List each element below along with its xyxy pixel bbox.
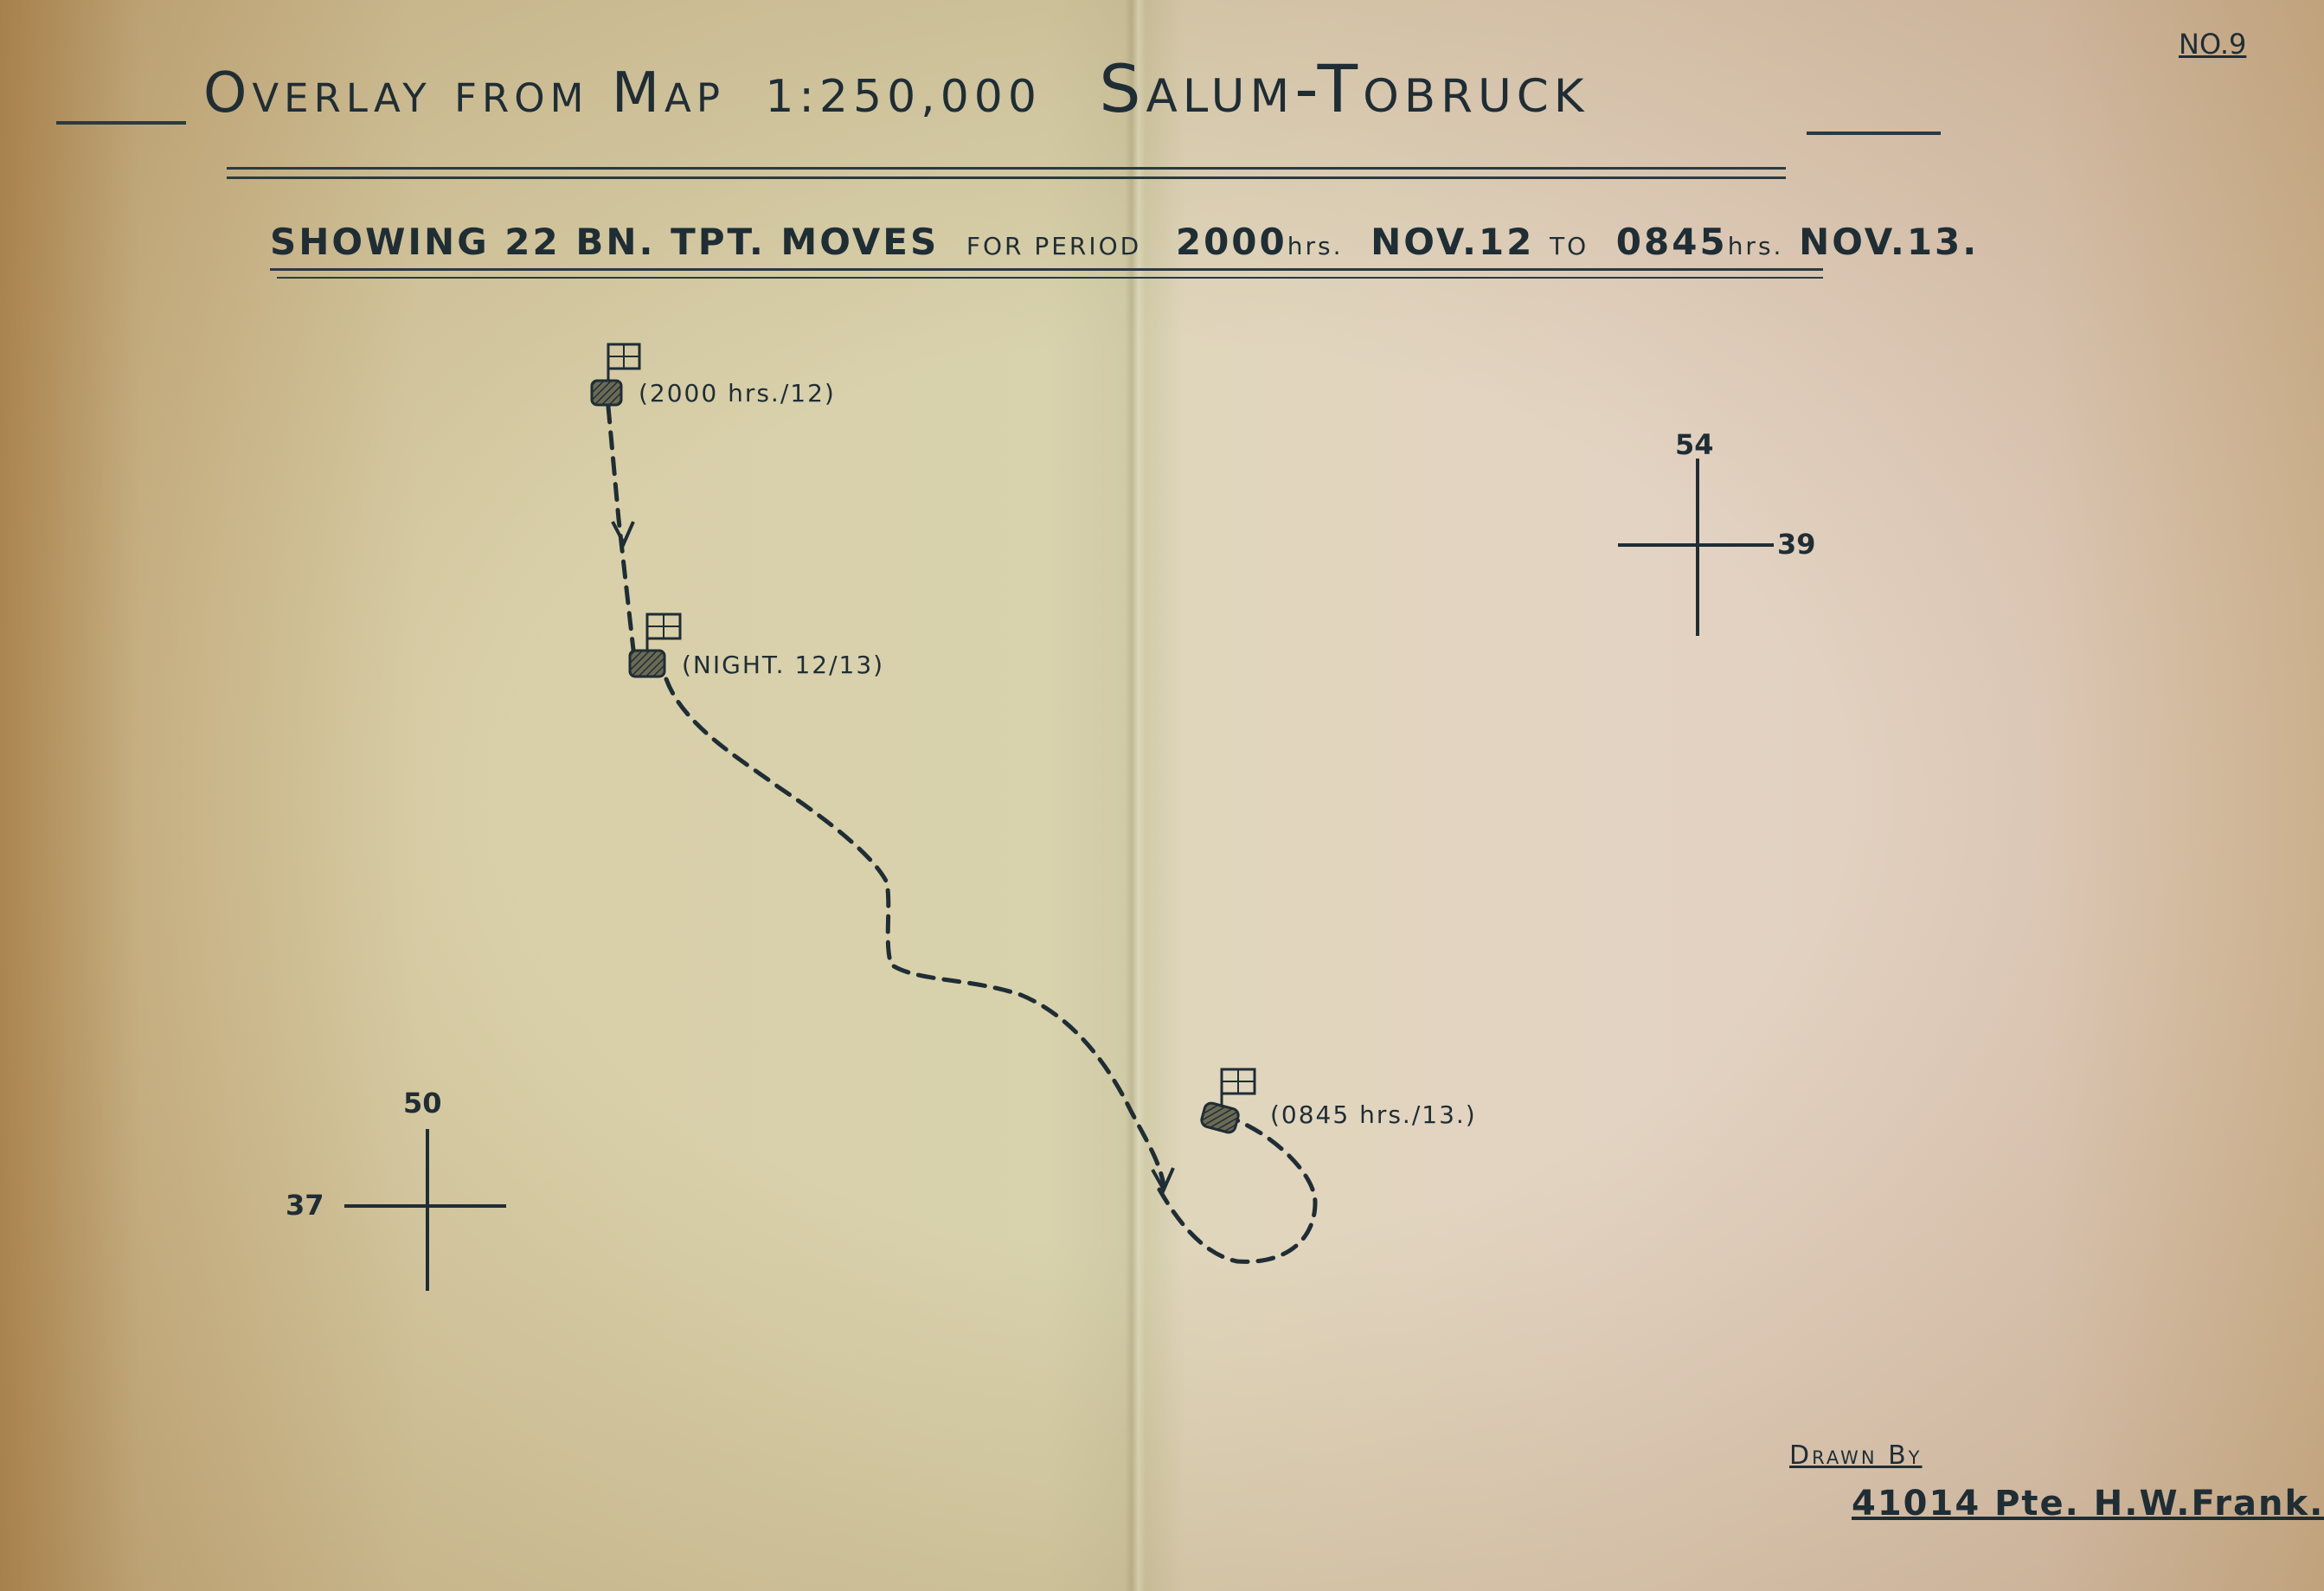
route-leg-3 xyxy=(1157,1113,1318,1264)
title-rule-right xyxy=(1807,132,1941,135)
sheet-number: NO.9 xyxy=(2179,28,2247,61)
grid-cross-lower-left xyxy=(344,1129,506,1291)
transport-route xyxy=(606,404,1318,1264)
grid-easting-lower: 50 xyxy=(403,1087,442,1119)
route-arrow-2 xyxy=(1151,1167,1175,1194)
title-underline-2 xyxy=(227,176,1786,179)
subtitle-to: TO xyxy=(1550,232,1589,260)
position-marker-1 xyxy=(590,343,641,407)
title-overlay-text: Overlay from Map xyxy=(203,61,725,125)
paper-fold xyxy=(1125,0,1146,1591)
subtitle-end-date: NOV.13. xyxy=(1799,221,1980,263)
subtitle-underline-1 xyxy=(270,268,1823,271)
title-underline-1 xyxy=(227,167,1786,170)
position-marker-2 xyxy=(628,613,682,678)
position-label-2: (NIGHT. 12/13) xyxy=(682,651,885,679)
position-marker-3 xyxy=(1200,1068,1256,1134)
position-label-3: (0845 hrs./13.) xyxy=(1270,1100,1477,1129)
subtitle-underline-2 xyxy=(277,277,1823,279)
map-title: Overlay from Map 1:250,000 Salum-Tobruck xyxy=(203,50,1589,127)
author-name: 41014 Pte. H.W.Frank. xyxy=(1852,1484,2324,1524)
subtitle: SHOWING 22 BN. TPT. MOVES FOR PERIOD 200… xyxy=(270,221,1979,263)
subtitle-end-time: 0845 xyxy=(1615,221,1728,263)
route-leg-1 xyxy=(606,404,637,660)
subtitle-hrs-1: hrs. xyxy=(1287,232,1344,260)
position-label-1: (2000 hrs./12) xyxy=(639,379,836,407)
route-arrow-1 xyxy=(611,521,635,548)
title-rule-left xyxy=(56,121,186,125)
subtitle-hrs-2: hrs. xyxy=(1727,232,1784,260)
route-leg-2 xyxy=(664,677,1166,1188)
grid-easting-upper: 54 xyxy=(1675,428,1714,461)
grid-cross-upper-right xyxy=(1618,459,1774,636)
subtitle-start-date: NOV.12 xyxy=(1371,221,1535,263)
grid-northing-upper: 39 xyxy=(1777,528,1816,561)
subtitle-for-period: FOR PERIOD xyxy=(966,232,1142,260)
grid-northing-lower: 37 xyxy=(286,1189,324,1222)
subtitle-start-time: 2000 xyxy=(1175,221,1287,263)
title-scale: 1:250,000 xyxy=(765,71,1042,123)
title-place: Salum-Tobruck xyxy=(1099,50,1589,127)
drawn-by-label: Drawn By xyxy=(1789,1440,1923,1471)
subtitle-showing: SHOWING 22 BN. TPT. MOVES xyxy=(270,221,940,263)
